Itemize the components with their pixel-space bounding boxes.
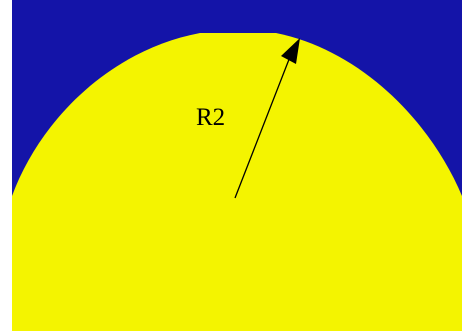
dome-region	[12, 33, 462, 331]
radius-arrow	[234, 43, 296, 199]
radius-label: R2	[196, 104, 225, 131]
radius-arrowhead	[281, 38, 300, 64]
